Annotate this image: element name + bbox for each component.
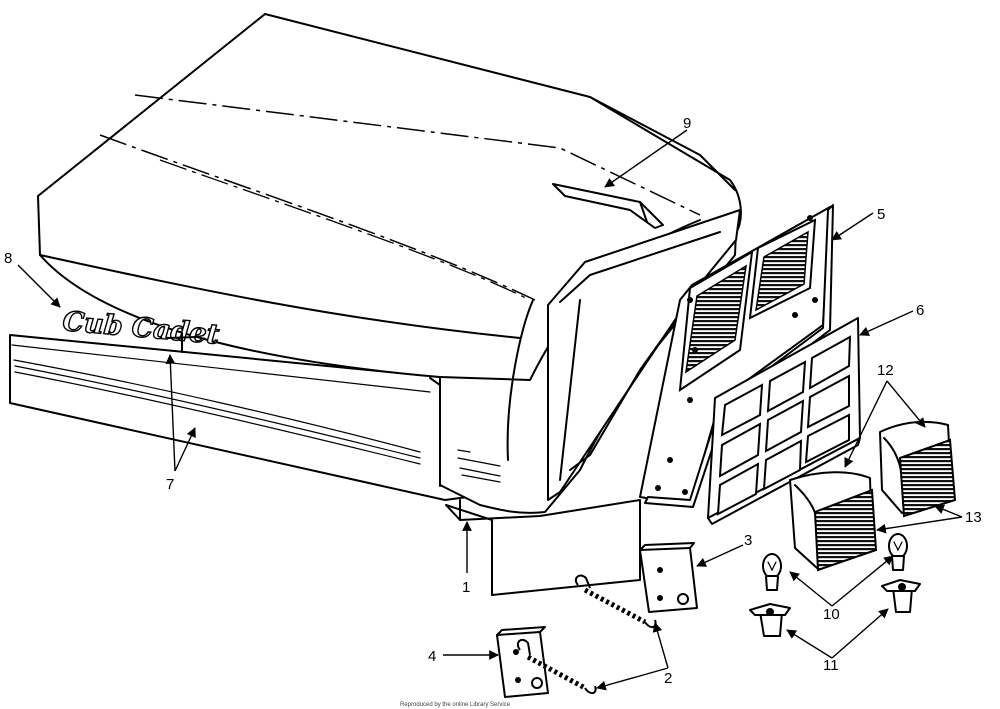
leader-2a <box>652 622 669 669</box>
bulb-left <box>762 553 782 591</box>
hood-trim-strip <box>552 183 664 229</box>
callout-11: 11 <box>823 657 839 674</box>
leader-3 <box>696 544 744 567</box>
leader-11a <box>786 629 833 659</box>
leader-6 <box>859 310 914 336</box>
callout-13: 13 <box>965 509 982 526</box>
grille-insert <box>707 317 861 525</box>
leader-9 <box>604 129 688 188</box>
callout-labels: 1 2 3 4 5 6 7 8 9 10 11 12 13 <box>4 115 982 687</box>
leader-12b <box>886 380 926 428</box>
leader-8 <box>17 264 61 308</box>
leader-13b <box>934 504 963 518</box>
callout-4: 4 <box>428 648 436 665</box>
callout-3: 3 <box>744 532 752 549</box>
leader-11b <box>831 608 889 659</box>
socket-right <box>881 579 921 613</box>
leader-5 <box>831 212 874 241</box>
callout-1: 1 <box>462 579 470 596</box>
headlight-left <box>789 471 878 572</box>
leader-2b <box>596 667 669 691</box>
leader-13a <box>876 516 963 534</box>
callout-7: 7 <box>166 476 174 493</box>
callout-10: 10 <box>823 606 840 623</box>
bracket-upper <box>639 542 698 613</box>
hood <box>9 13 742 596</box>
leader-7a <box>165 354 176 472</box>
spring-lower <box>516 639 597 694</box>
leader-12a <box>844 380 888 468</box>
leader-10a <box>789 571 833 607</box>
callout-6: 6 <box>916 302 924 319</box>
bulb-right <box>888 533 908 571</box>
leader-7b <box>174 427 196 472</box>
logo-underline <box>167 332 197 353</box>
leader-10b <box>831 555 894 607</box>
callout-12: 12 <box>877 362 894 379</box>
callout-2: 2 <box>664 670 672 687</box>
headlight-right <box>879 420 957 518</box>
socket-left <box>749 603 791 637</box>
callout-5: 5 <box>877 206 885 223</box>
footer-caption: Reproduced by the online Library Service <box>400 702 511 708</box>
callout-9: 9 <box>683 115 691 132</box>
leader-lines <box>17 129 963 691</box>
callout-8: 8 <box>4 250 12 267</box>
bracket-lower <box>496 626 549 698</box>
